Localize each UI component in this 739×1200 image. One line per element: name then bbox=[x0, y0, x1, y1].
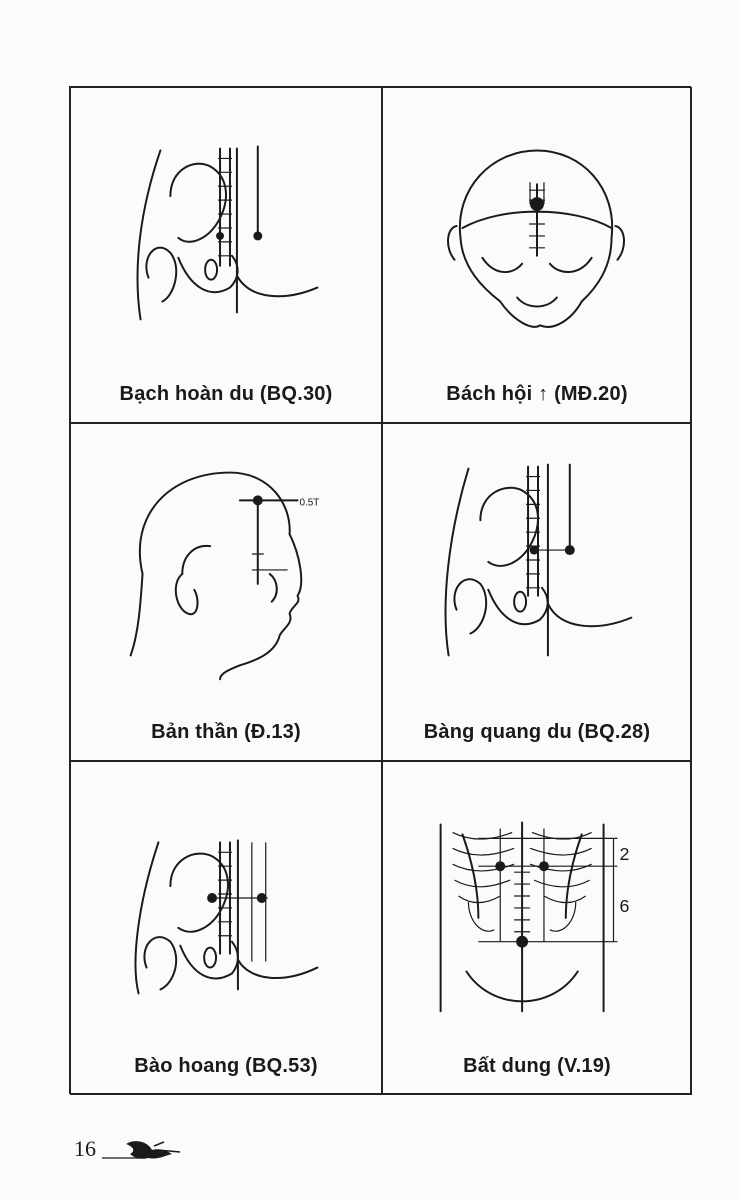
acupoint-caption: Bách hội ↑ (MĐ.20) bbox=[383, 383, 691, 406]
measure-label-upper: 2 bbox=[619, 844, 629, 864]
acupoint-caption: Bất dung (V.19) bbox=[383, 1055, 691, 1078]
acupoint-cell: 2 6 Bất dung (V.19) bbox=[382, 761, 692, 1095]
acupoint-caption: Bào hoang (BQ.53) bbox=[71, 1055, 381, 1078]
acupoint-caption: Bản thần (Đ.13) bbox=[71, 721, 381, 744]
measure-label: 0.5T bbox=[300, 497, 320, 508]
acupoint-caption: Bạch hoàn du (BQ.30) bbox=[71, 383, 381, 406]
acupoint-cell: Bạch hoàn du (BQ.30) bbox=[70, 87, 382, 423]
acupoint-cell: Bào hoang (BQ.53) bbox=[70, 761, 382, 1095]
pelvis-spine-illustration bbox=[71, 762, 381, 1032]
acupoint-cell: 0.5T Bản thần (Đ.13) bbox=[70, 423, 382, 761]
acupoint-caption: Bàng quang du (BQ.28) bbox=[383, 721, 691, 744]
ornament-icon bbox=[100, 1136, 190, 1162]
measure-label-lower: 6 bbox=[619, 896, 629, 916]
acupoint-grid: Bạch hoàn du (BQ.30) Bách hội ↑ (MĐ.20) bbox=[69, 86, 691, 1094]
pelvis-spine-illustration bbox=[383, 424, 691, 694]
acupoint-cell: Bách hội ↑ (MĐ.20) bbox=[382, 87, 692, 423]
head-profile-illustration: 0.5T bbox=[71, 424, 381, 694]
head-top-illustration bbox=[383, 88, 691, 358]
torso-front-illustration: 2 6 bbox=[383, 762, 691, 1032]
pelvis-spine-illustration bbox=[71, 88, 381, 358]
acupoint-cell: Bàng quang du (BQ.28) bbox=[382, 423, 692, 761]
page-number: 16 bbox=[74, 1136, 96, 1162]
page-footer: 16 bbox=[74, 1128, 190, 1162]
